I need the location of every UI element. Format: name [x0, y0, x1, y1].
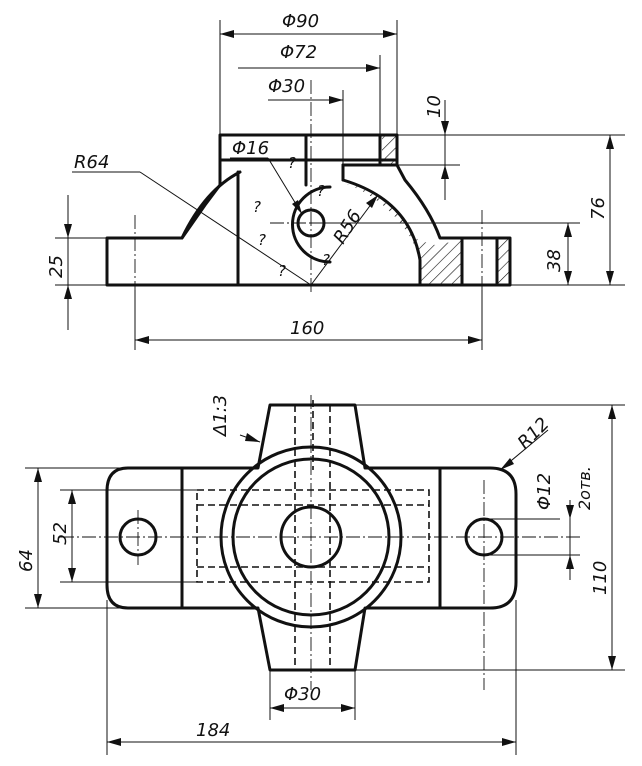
section-hatch-top: [382, 135, 397, 165]
hub-d30-arc: [291, 185, 332, 264]
dim-h52: 52: [50, 522, 71, 545]
top-view: Δ1:3 R12 Φ12 2отв. 110 64 52: [16, 395, 625, 755]
dim-w184: 184: [196, 720, 230, 741]
front-view: ? ? ? ? ? ? Φ90 Φ72 Φ30 Φ16 R64: [46, 11, 625, 350]
unknown-mark: ?: [317, 182, 325, 200]
dim-h38: 38: [544, 249, 565, 272]
r56-arc: [341, 178, 422, 287]
dim-r64: R64: [74, 152, 109, 173]
dim-d16: Φ16: [232, 138, 269, 159]
unknown-mark: ?: [253, 198, 261, 216]
dim-h25: 25: [46, 255, 67, 278]
section-hatch: [343, 165, 462, 285]
dim-r56: R56: [329, 206, 366, 247]
unknown-mark: ?: [288, 154, 296, 172]
unknown-mark: ?: [258, 231, 266, 249]
dim-d30-top: Φ30: [284, 684, 321, 705]
dim-h10: 10: [424, 95, 445, 118]
r64-curve: [180, 170, 242, 240]
dim-d12: Φ12: [534, 473, 555, 510]
dim-h64: 64: [16, 549, 37, 572]
dim-h110: 110: [590, 561, 611, 595]
dim-h76: 76: [588, 197, 609, 220]
unknown-mark: ?: [278, 262, 286, 280]
dim-holes: 2отв.: [575, 466, 594, 510]
dim-d90: Φ90: [282, 11, 319, 32]
flange-outline: [105, 403, 518, 672]
dim-taper: Δ1:3: [210, 395, 231, 438]
unknown-mark: ?: [322, 251, 330, 269]
dim-w160: 160: [290, 318, 324, 339]
dim-d72: Φ72: [280, 42, 317, 63]
dim-r12: R12: [514, 414, 554, 454]
section-hatch-boss: [497, 238, 510, 285]
dim-d30-front: Φ30: [268, 76, 305, 97]
hidden-cavity: [196, 489, 430, 583]
